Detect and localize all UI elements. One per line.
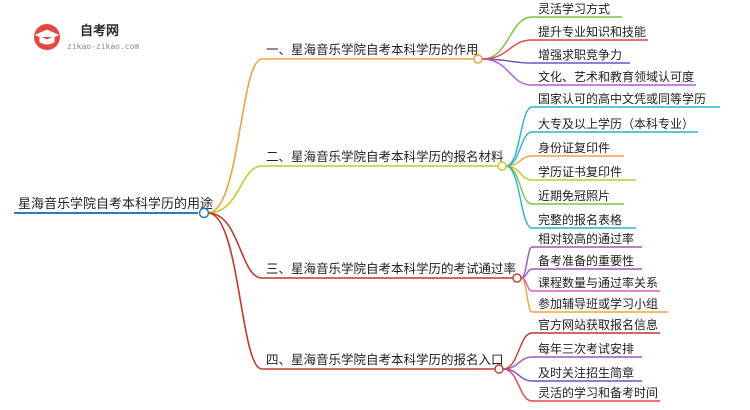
branch-toggle-circle[interactable] [494,364,504,374]
site-logo[interactable]: 自考网 zikao-zikao.com [34,23,139,51]
branch-label: 一、星海音乐学院自考本科学历的作用 [266,42,479,57]
leaf-node[interactable]: 课程数量与通过率关系 [532,275,660,292]
leaf-label: 增强求职竞争力 [538,48,622,62]
leaf-label: 每年三次考试安排 [538,341,634,356]
leaf-node[interactable]: 及时关注招生简章 [532,365,642,382]
leaf-label: 及时关注招生简章 [538,365,634,380]
root-branch-connector [207,58,263,214]
branch-leaf-connector [505,131,533,167]
leaf-node[interactable]: 相对较高的通过率 [532,231,642,248]
leaf-node[interactable]: 灵活学习方式 [532,1,622,18]
leaf-node[interactable]: 学历证书复印件 [532,164,636,181]
branch-label: 三、星海音乐学院自考本科学历的考试通过率 [266,261,516,276]
branch-leaf-connector [502,332,533,370]
leaf-label: 备考准备的重要性 [538,253,634,268]
branch-node[interactable]: 四、星海音乐学院自考本科学历的报名入口 [262,352,504,374]
branch-leaf-connector [520,277,533,313]
logo-subtitle: zikao-zikao.com [67,42,139,51]
leaf-label: 近期免冠照片 [538,188,610,203]
leaf-label: 参加辅导班或学习小组 [538,296,658,311]
branch-leaf-connector [481,58,533,86]
root-branch-connector [207,212,263,279]
leaf-label: 大专及以上学历（本科专业） [538,116,694,131]
leaf-node[interactable]: 文化、艺术和教育领域认可度 [532,69,696,86]
leaf-label: 官方网站获取报名信息 [538,317,658,332]
logo-title: 自考网 [80,23,119,39]
leaf-label: 提升专业知识和技能 [538,24,646,39]
branch-label: 二、星海音乐学院自考本科学历的报名材料 [266,149,504,164]
graduation-cap-icon [34,29,60,45]
leaf-node[interactable]: 参加辅导班或学习小组 [532,296,668,313]
branch-leaf-connector [481,39,533,60]
branch-leaf-connector [502,368,533,402]
leaf-label: 灵活的学习和备考时间 [538,385,658,400]
leaf-node[interactable]: 提升专业知识和技能 [532,24,648,41]
branch-leaf-connector [502,368,533,382]
branch-node[interactable]: 三、星海音乐学院自考本科学历的考试通过率 [262,261,522,283]
leaf-label: 国家认可的高中文凭或同等学历 [538,91,706,106]
branch-leaf-connector [505,165,533,229]
leaf-label: 课程数量与通过率关系 [538,275,658,290]
root-toggle-circle[interactable] [198,207,210,219]
leaf-node[interactable]: 官方网站获取报名信息 [532,317,660,334]
root-label: 星海音乐学院自考本科学历的用途 [18,196,213,212]
leaf-label: 相对较高的通过率 [538,231,634,246]
leaf-node[interactable]: 灵活的学习和备考时间 [532,385,660,402]
root-branch-connector [207,165,263,214]
leaf-node[interactable]: 近期免冠照片 [532,188,624,205]
branch-toggle-circle[interactable] [512,273,522,283]
leaf-node[interactable]: 备考准备的重要性 [532,253,642,270]
leaf-node[interactable]: 大专及以上学历（本科专业） [532,116,698,133]
branch-toggle-circle[interactable] [497,161,507,171]
leaf-node[interactable]: 国家认可的高中文凭或同等学历 [532,91,720,108]
mindmap-nodes: 星海音乐学院自考本科学历的用途 一、星海音乐学院自考本科学历的作用 灵活学习方式提升… [14,1,720,402]
branch-leaf-connector [481,16,533,60]
branch-toggle-circle[interactable] [473,54,483,64]
root-node[interactable]: 星海音乐学院自考本科学历的用途 [14,196,213,219]
leaf-node[interactable]: 每年三次考试安排 [532,341,642,358]
leaf-label: 身份证复印件 [538,140,610,155]
branch-node[interactable]: 一、星海音乐学院自考本科学历的作用 [262,42,483,64]
leaf-node[interactable]: 增强求职竞争力 [532,48,630,64]
leaf-label: 文化、艺术和教育领域认可度 [538,69,694,84]
leaf-label: 灵活学习方式 [538,1,610,16]
branch-node[interactable]: 二、星海音乐学院自考本科学历的报名材料 [262,149,507,171]
leaf-label: 学历证书复印件 [538,164,622,179]
leaf-label: 完整的报名表格 [538,212,622,227]
leaf-node[interactable]: 身份证复印件 [532,140,624,157]
branch-label: 四、星海音乐学院自考本科学历的报名入口 [266,352,504,367]
leaf-node[interactable]: 完整的报名表格 [532,212,636,229]
root-branch-connector [207,212,263,370]
connector-lines [207,16,533,402]
